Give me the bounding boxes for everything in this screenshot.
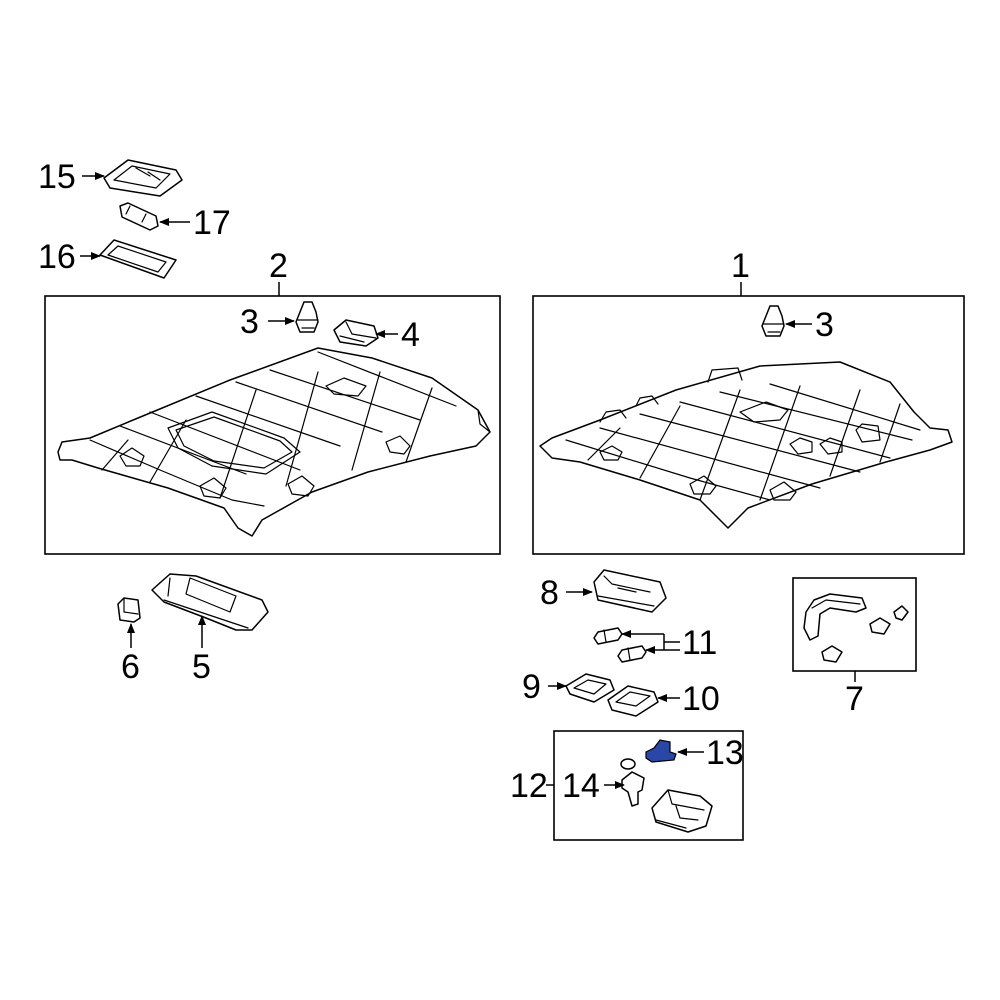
callout-5: 5: [192, 648, 211, 686]
map-lamp-housing-part[interactable]: [651, 789, 713, 833]
callout-16: 16: [38, 238, 76, 276]
callout-12: 12: [510, 767, 548, 805]
headliner-clip-left-part[interactable]: [295, 301, 319, 333]
clip-6-part[interactable]: [117, 597, 141, 623]
grab-handle-part[interactable]: [803, 593, 867, 641]
headliner-with-sunroof-part[interactable]: [57, 347, 491, 537]
bulb-11-upper-part[interactable]: [593, 627, 623, 645]
callout-4: 4: [401, 316, 420, 354]
map-lamp-lens-part[interactable]: [103, 159, 183, 197]
callout-17: 17: [193, 204, 231, 242]
callout-14: 14: [562, 767, 600, 805]
dome-lamp-assembly-part[interactable]: [593, 569, 667, 613]
callout-8: 8: [540, 574, 559, 612]
callout-9: 9: [522, 668, 541, 706]
lens-9-part[interactable]: [565, 673, 615, 703]
washer-part[interactable]: [620, 758, 636, 770]
switch-13-highlighted-part[interactable]: [645, 739, 677, 763]
lamp-gasket-part[interactable]: [99, 239, 177, 279]
callout-15: 15: [38, 158, 76, 196]
callout-3-left: 3: [240, 303, 259, 341]
callout-1: 1: [731, 247, 750, 285]
headliner-clip-right-part[interactable]: [761, 305, 785, 337]
callout-3-right: 3: [815, 306, 834, 344]
callout-10: 10: [682, 680, 720, 718]
sunroof-trim-part[interactable]: [151, 573, 269, 631]
bulb-11-lower-part[interactable]: [617, 645, 647, 663]
callout-13: 13: [706, 734, 744, 772]
callout-6: 6: [121, 648, 140, 686]
bulb-part[interactable]: [119, 202, 159, 231]
headliner-sunroof-group-frame: [44, 295, 501, 555]
callout-7: 7: [845, 680, 864, 718]
callout-2: 2: [269, 247, 288, 285]
bolt-14-part[interactable]: [621, 771, 645, 807]
headliner-standard-group-frame: [532, 295, 965, 555]
lens-10-part[interactable]: [607, 685, 659, 717]
headliner-standard-part[interactable]: [539, 361, 953, 529]
grab-handle-clips-part[interactable]: [821, 605, 909, 663]
callout-11: 11: [682, 624, 717, 662]
retainer-part[interactable]: [333, 319, 379, 347]
